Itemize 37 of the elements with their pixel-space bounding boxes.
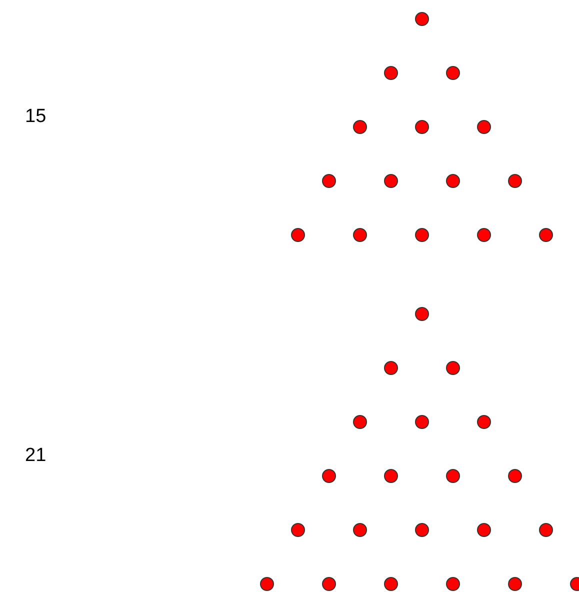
dot: [415, 307, 429, 321]
dot: [384, 66, 398, 80]
dot: [508, 174, 522, 188]
dot: [508, 469, 522, 483]
dot: [477, 120, 491, 134]
dot: [508, 577, 522, 591]
dot: [353, 120, 367, 134]
dot: [353, 523, 367, 537]
dot: [353, 415, 367, 429]
dot: [415, 523, 429, 537]
dot: [260, 577, 274, 591]
dot: [539, 523, 553, 537]
dot: [415, 415, 429, 429]
dot: [446, 361, 460, 375]
number-label: 15: [25, 106, 46, 128]
dot: [384, 577, 398, 591]
number-label: 21: [25, 445, 46, 467]
dot: [384, 469, 398, 483]
dot: [415, 228, 429, 242]
dot: [384, 174, 398, 188]
dot: [384, 361, 398, 375]
dot: [446, 174, 460, 188]
dot: [291, 228, 305, 242]
dot: [353, 228, 367, 242]
dot: [477, 415, 491, 429]
dot: [539, 228, 553, 242]
dot: [415, 12, 429, 26]
dot: [322, 577, 336, 591]
dot: [322, 174, 336, 188]
dot: [477, 523, 491, 537]
dot: [477, 228, 491, 242]
dot: [446, 66, 460, 80]
dot: [291, 523, 305, 537]
dot: [322, 469, 336, 483]
dot: [446, 577, 460, 591]
dot: [415, 120, 429, 134]
dot: [446, 469, 460, 483]
